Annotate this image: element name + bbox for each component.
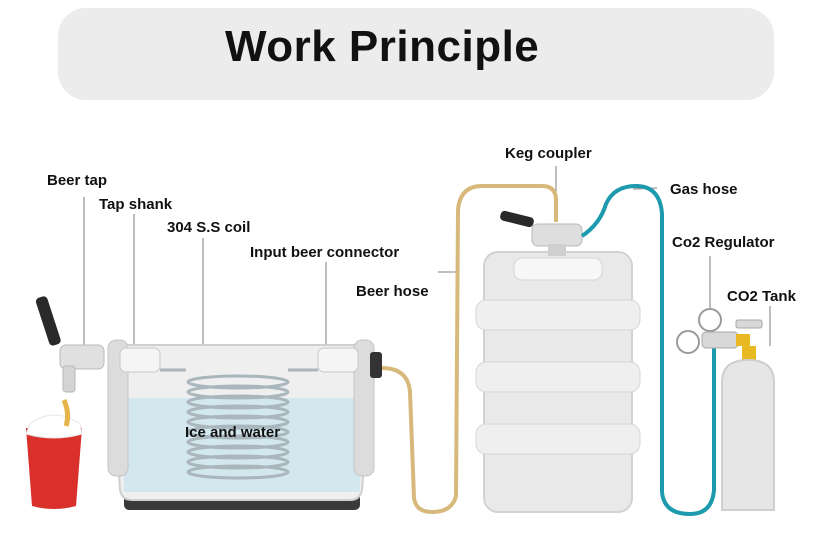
keg-coupler-part — [500, 210, 583, 256]
co2-tank-part — [721, 319, 775, 511]
label-coil: 304 S.S coil — [167, 219, 251, 236]
title-banner — [58, 8, 774, 100]
keg — [475, 251, 641, 513]
label-gas-hose: Gas hose — [670, 181, 738, 198]
stainless-coil — [160, 368, 318, 480]
label-co2-regulator: Co2 Regulator — [672, 234, 775, 251]
beer-cup — [25, 399, 83, 509]
diagram-title: Work Principle — [225, 22, 540, 71]
label-input-connector: Input beer connector — [250, 244, 400, 261]
beer-hose — [381, 184, 558, 515]
label-ice-water: Ice and water — [185, 424, 281, 441]
beer-tap — [35, 296, 105, 393]
label-beer-tap: Beer tap — [47, 172, 108, 189]
label-beer-hose: Beer hose — [356, 283, 429, 300]
label-co2-tank: CO2 Tank — [727, 288, 796, 305]
co2-regulator-part — [676, 308, 750, 354]
label-tap-shank: Tap shank — [99, 196, 173, 213]
chiller-tank — [107, 339, 382, 510]
label-keg-coupler: Keg coupler — [505, 145, 592, 162]
gas-hose — [580, 183, 716, 517]
